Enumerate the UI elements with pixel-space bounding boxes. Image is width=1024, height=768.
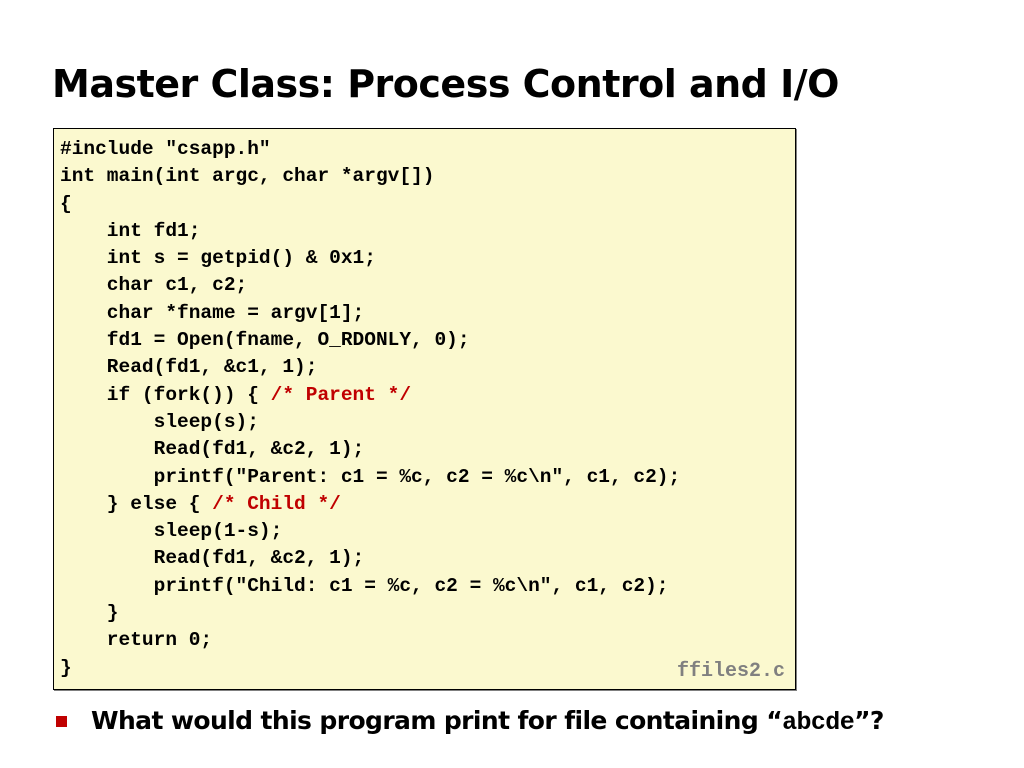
code-line: char *fname = argv[1];: [60, 300, 680, 327]
code-text: {: [60, 192, 72, 215]
code-text: int s = getpid() & 0x1;: [60, 247, 376, 270]
code-line: printf("Parent: c1 = %c, c2 = %c\n", c1,…: [60, 464, 681, 491]
code-line: Read(fd1, &c1, 1);: [60, 354, 680, 381]
code-line: {: [60, 191, 680, 218]
code-line: return 0;: [60, 627, 680, 654]
code-text: fd1 = Open(fname, O_RDONLY, 0);: [60, 329, 470, 352]
code-line: #include "csapp.h": [60, 136, 680, 163]
question-text: What would this program print for file c…: [91, 706, 884, 737]
code-line: Read(fd1, &c2, 1);: [60, 436, 680, 463]
code-lines: #include "csapp.h" int main(int argc, cha…: [60, 136, 680, 682]
code-text: printf("Parent: c1 = %c, c2 = %c\n", c1,…: [60, 465, 681, 488]
question-code: abcde: [782, 708, 855, 737]
code-line: sleep(1-s);: [60, 518, 680, 545]
code-text: #include "csapp.h": [60, 138, 271, 160]
code-line: } else { /* Child */: [60, 491, 680, 518]
code-text: printf("Child: c1 = %c, c2 = %c\n", c1, …: [60, 574, 669, 597]
slide-title: Master Class: Process Control and I/O: [52, 62, 839, 106]
code-line: int s = getpid() & 0x1;: [60, 245, 680, 272]
code-line: printf("Child: c1 = %c, c2 = %c\n", c1, …: [60, 573, 680, 600]
code-text: char *fname = argv[1];: [60, 301, 365, 324]
code-line: int fd1;: [60, 218, 680, 245]
code-text: Read(fd1, &c2, 1);: [60, 438, 365, 461]
code-text: int main(int argc, char *argv[]): [60, 165, 435, 188]
code-line: }: [60, 655, 680, 682]
code-text: }: [60, 602, 119, 625]
code-line: int main(int argc, char *argv[]): [60, 163, 680, 190]
code-line: Read(fd1, &c2, 1);: [60, 545, 680, 572]
code-text: if (fork()) {: [60, 383, 271, 406]
code-line: fd1 = Open(fname, O_RDONLY, 0);: [60, 327, 680, 354]
code-text: sleep(s);: [60, 410, 259, 433]
question-text-after: ”?: [854, 706, 884, 735]
code-comment: /* Child */: [212, 492, 341, 515]
code-text: return 0;: [60, 629, 213, 652]
square-bullet-icon: [56, 716, 67, 727]
question-text-before: What would this program print for file c…: [91, 706, 783, 735]
question-bullet: What would this program print for file c…: [56, 706, 884, 737]
code-line: sleep(s);: [60, 409, 680, 436]
code-line: char c1, c2;: [60, 272, 680, 299]
code-text: Read(fd1, &c2, 1);: [60, 547, 365, 570]
code-text: sleep(1-s);: [60, 520, 283, 543]
file-name-label: ffiles2.c: [676, 660, 785, 683]
code-line: if (fork()) { /* Parent */: [60, 382, 680, 409]
code-comment: /* Parent */: [270, 383, 412, 406]
code-line: }: [60, 600, 680, 627]
code-text: char c1, c2;: [60, 274, 248, 297]
code-text: } else {: [60, 492, 213, 515]
code-listing: #include "csapp.h" int main(int argc, cha…: [53, 128, 796, 690]
code-text: int fd1;: [60, 219, 201, 242]
code-text: Read(fd1, &c1, 1);: [60, 356, 318, 379]
code-text: }: [60, 656, 72, 679]
